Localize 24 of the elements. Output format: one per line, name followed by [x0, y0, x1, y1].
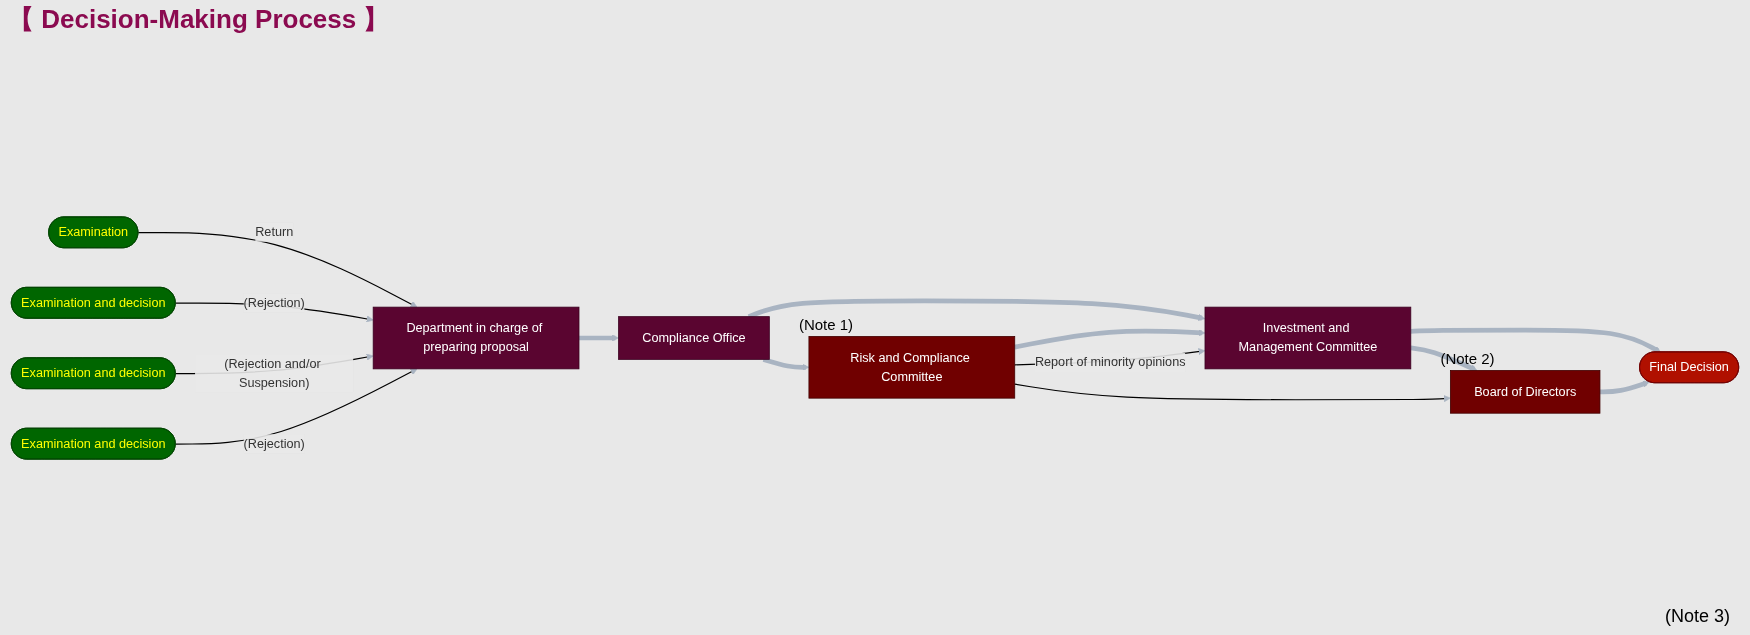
arrow [1410, 327, 1662, 353]
arrow [1599, 380, 1650, 394]
edge-label: Return [255, 224, 294, 239]
arrow [1014, 328, 1206, 349]
node-box: Investment and Management Committee [1204, 306, 1412, 369]
arrow [137, 231, 418, 307]
note-label: (Note 3) [1664, 606, 1730, 627]
edge-label: Report of minority opinions [1034, 354, 1186, 369]
arrow [1014, 383, 1451, 402]
arrow [1410, 345, 1478, 371]
arrow [175, 368, 418, 445]
node-box: Department in charge of preparing proposal [372, 306, 580, 369]
arrow [747, 297, 1206, 321]
note-label: (Note 2) [1440, 349, 1495, 367]
node-box: Board of Directors [1450, 369, 1601, 414]
arrow [762, 356, 810, 371]
edge-label: (Rejection) [243, 436, 305, 450]
note-label: (Note 1) [798, 315, 854, 333]
edge-label: (Rejection) [243, 295, 305, 309]
node-box: Risk and Compliance Committee [808, 335, 1016, 399]
diagram-title: 【 Decision-Making Process 】 [8, 3, 390, 36]
node-box: Compliance Office [618, 315, 770, 360]
edge-label: (Rejection and/or Suspension) [224, 356, 321, 389]
arrow [579, 334, 619, 341]
